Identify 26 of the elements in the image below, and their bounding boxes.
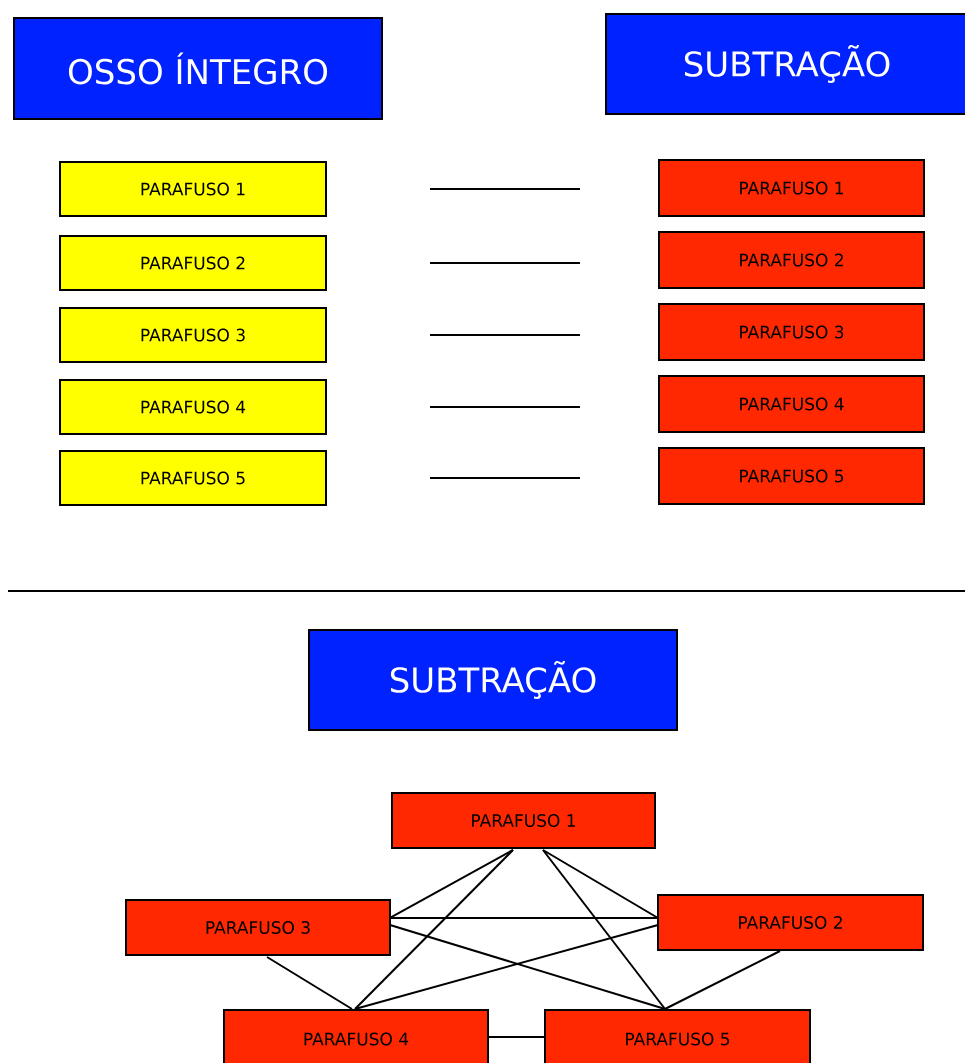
- label-box: PARAFUSO 4: [59, 379, 327, 435]
- connector-line: [664, 950, 781, 1010]
- label-box: PARAFUSO 5: [544, 1009, 811, 1063]
- label-box: PARAFUSO 4: [658, 375, 925, 433]
- label-box: PARAFUSO 2: [658, 231, 925, 289]
- connector-line: [389, 917, 659, 919]
- connector-line: [266, 956, 353, 1010]
- connector-line: [354, 849, 514, 1010]
- label-box: PARAFUSO 5: [658, 447, 925, 505]
- label-box: PARAFUSO 3: [658, 303, 925, 361]
- label-box: PARAFUSO 5: [59, 450, 327, 506]
- label-box: PARAFUSO 1: [59, 161, 327, 217]
- label-box: PARAFUSO 3: [59, 307, 327, 363]
- header-box: SUBTRAÇÃO: [308, 629, 678, 731]
- header-box: SUBTRAÇÃO: [605, 13, 965, 115]
- label-box: PARAFUSO 2: [657, 894, 924, 951]
- label-box: PARAFUSO 3: [125, 899, 391, 956]
- label-box: PARAFUSO 1: [658, 159, 925, 217]
- connector-line: [487, 1036, 546, 1038]
- label-box: PARAFUSO 2: [59, 235, 327, 291]
- connector-line: [542, 849, 659, 919]
- header-box: OSSO ÍNTEGRO: [13, 17, 383, 120]
- label-box: PARAFUSO 1: [391, 792, 656, 849]
- connector-line: [389, 849, 514, 919]
- label-box: PARAFUSO 4: [223, 1009, 489, 1063]
- connector-line: [542, 849, 666, 1010]
